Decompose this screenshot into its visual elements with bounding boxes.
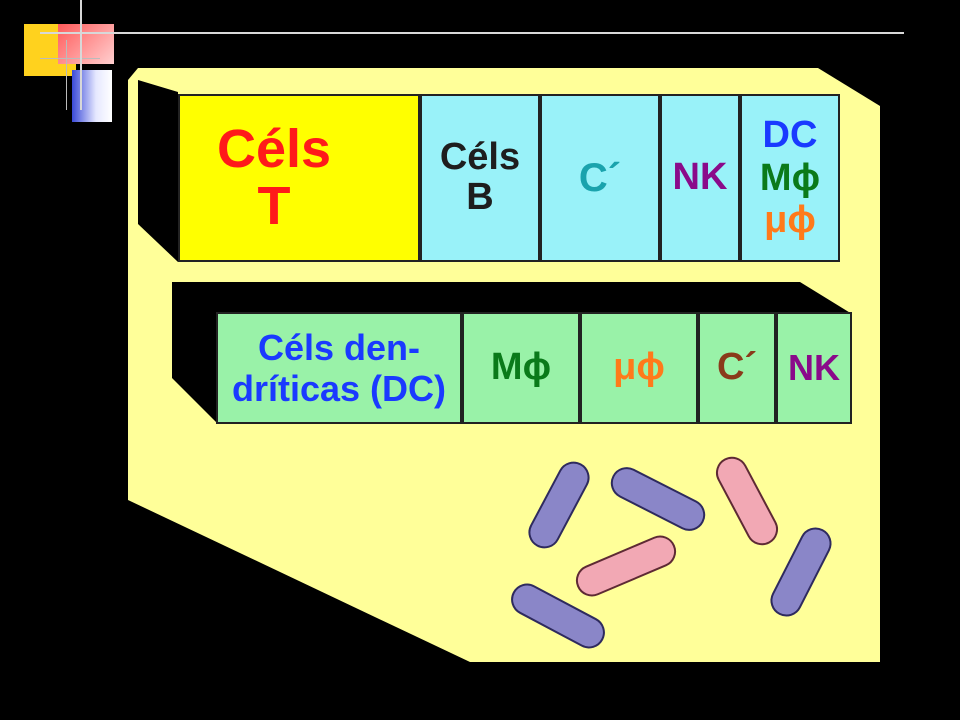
bacterium-1 (528, 461, 590, 549)
decor-blue-square (72, 70, 112, 122)
decor-horizontal-rule (40, 32, 904, 34)
bacteria-group (511, 456, 832, 649)
row1-cell-dc-line3: μϕ (764, 199, 816, 242)
row2-cell-macrophage: Mϕ (462, 312, 580, 424)
row1-cell-dc-line2: Mϕ (759, 156, 821, 199)
bacterium-6 (511, 583, 605, 649)
row2-cell-microphage: μϕ (580, 312, 698, 424)
row1-cell-dc-line1: DC (762, 114, 818, 157)
row1-cell-complement: C´ (540, 94, 660, 262)
row2-cell-dc-line2: dríticas (DC) (231, 368, 447, 409)
row2-cell-macrophage-label: Mϕ (490, 346, 552, 389)
decor-horizontal-rule-short (40, 58, 100, 59)
row1-cell-nk-label: NK (672, 156, 728, 199)
row2-cell-nk: NK (776, 312, 852, 424)
row1-shadow (138, 80, 178, 262)
row1-cell-b-line1: Céls (439, 136, 521, 179)
row2-cell-dendritic-cells: Céls den- dríticas (DC) (216, 312, 462, 424)
row1-cell-complement-label: C´ (578, 156, 622, 200)
row1-cell-b-cells: Céls B (420, 94, 540, 262)
row1-cell-t-line1: Céls (216, 119, 332, 180)
row1-cell-dc: DC Mϕ μϕ (740, 94, 840, 262)
bacterium-2 (610, 467, 706, 531)
row2-cell-complement: C´ (698, 312, 776, 424)
decor-red-square (58, 24, 114, 64)
bacterium-4 (575, 535, 677, 597)
row1-cell-t-cells: Céls T (178, 94, 420, 262)
row1-cell-nk: NK (660, 94, 740, 262)
row2-cell-nk-label: NK (788, 347, 840, 389)
row2-cell-complement-label: C´ (716, 346, 758, 389)
bacterium-5 (770, 527, 832, 617)
decor-vertical-rule-short (66, 40, 67, 110)
decor-vertical-rule (80, 0, 82, 110)
bacterium-3 (715, 456, 779, 546)
row1-cell-b-line2: B (466, 176, 494, 218)
row2-cell-dc-line1: Céls den- (257, 326, 421, 368)
row1-cell-t-line2: T (257, 176, 291, 236)
row2-shadow (172, 282, 852, 422)
row2-cell-microphage-label: μϕ (613, 346, 665, 389)
